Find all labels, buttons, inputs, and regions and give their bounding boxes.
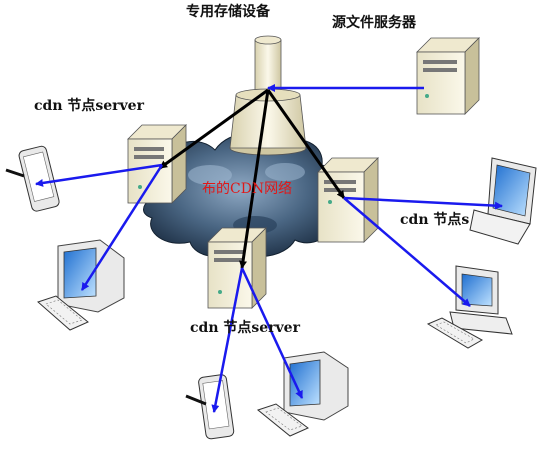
cdn-node-label-bottom: cdn 节点server <box>190 320 300 336</box>
client-links <box>35 84 503 413</box>
stylus-icon <box>185 394 207 406</box>
link-bottom-node-to-pda <box>211 267 244 413</box>
link-left-node-to-monitor <box>80 164 164 291</box>
cdn-node-label-right: cdn 节点s <box>400 212 470 228</box>
storage-tower-icon <box>229 35 307 156</box>
crt-monitor-icon <box>283 351 349 421</box>
cdn-network-label: 布的CDN网络 <box>202 181 293 197</box>
link-right-node-to-laptop <box>343 196 503 210</box>
cdn-node-label-left: cdn 节点server <box>34 98 144 114</box>
link-right-node-to-desktop <box>343 197 471 307</box>
pda-icon <box>18 145 60 212</box>
cdn-node-server-left <box>127 124 187 204</box>
keyboard-icon <box>426 317 484 349</box>
link-left-node-to-pda <box>35 163 163 187</box>
link-storage-to-bottom-node <box>239 89 270 269</box>
keyboard-icon <box>256 403 309 437</box>
source-server-icon <box>416 37 480 115</box>
keyboard-icon <box>37 295 89 331</box>
stylus-icon <box>5 168 25 178</box>
desktop-pc-icon <box>449 265 513 335</box>
storage-label: 专用存储设备 <box>186 4 270 20</box>
link-storage-to-right-node <box>266 89 346 199</box>
link-bottom-node-to-monitor <box>240 267 304 399</box>
source-server-label: 源文件服务器 <box>332 15 416 31</box>
link-storage-to-left-node <box>159 88 269 170</box>
storage-links <box>159 88 346 269</box>
laptop-icon <box>469 157 537 245</box>
